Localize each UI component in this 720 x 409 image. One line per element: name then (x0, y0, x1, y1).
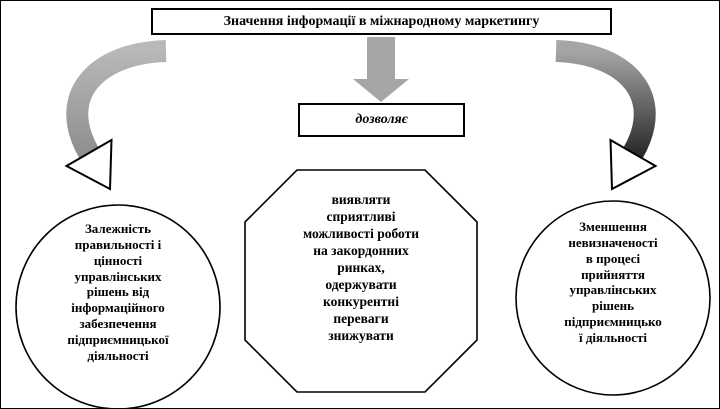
octagon-shape (244, 169, 478, 393)
left-curved-arrowhead-icon (64, 138, 113, 191)
right-circle-text: Зменшення невизначеності в процесі прийн… (564, 219, 662, 346)
allows-box: дозволяє (298, 103, 465, 137)
octagon-text: виявляти сприятливі можливості роботи на… (302, 192, 420, 343)
title-text: Значення інформації в міжнародному марке… (223, 13, 540, 29)
right-curved-arrowhead-icon (609, 138, 658, 191)
right-curved-arrow-icon (555, 40, 656, 159)
left-circle-shape (15, 204, 221, 408)
down-arrow-icon (353, 37, 409, 102)
right-circle-shape (515, 200, 711, 396)
title-box: Значення інформації в міжнародному марке… (151, 8, 612, 35)
left-circle-text: Залежність правильності і цінності управ… (67, 221, 169, 363)
allows-text: дозволяє (355, 112, 408, 127)
left-curved-arrow-icon (66, 40, 167, 159)
